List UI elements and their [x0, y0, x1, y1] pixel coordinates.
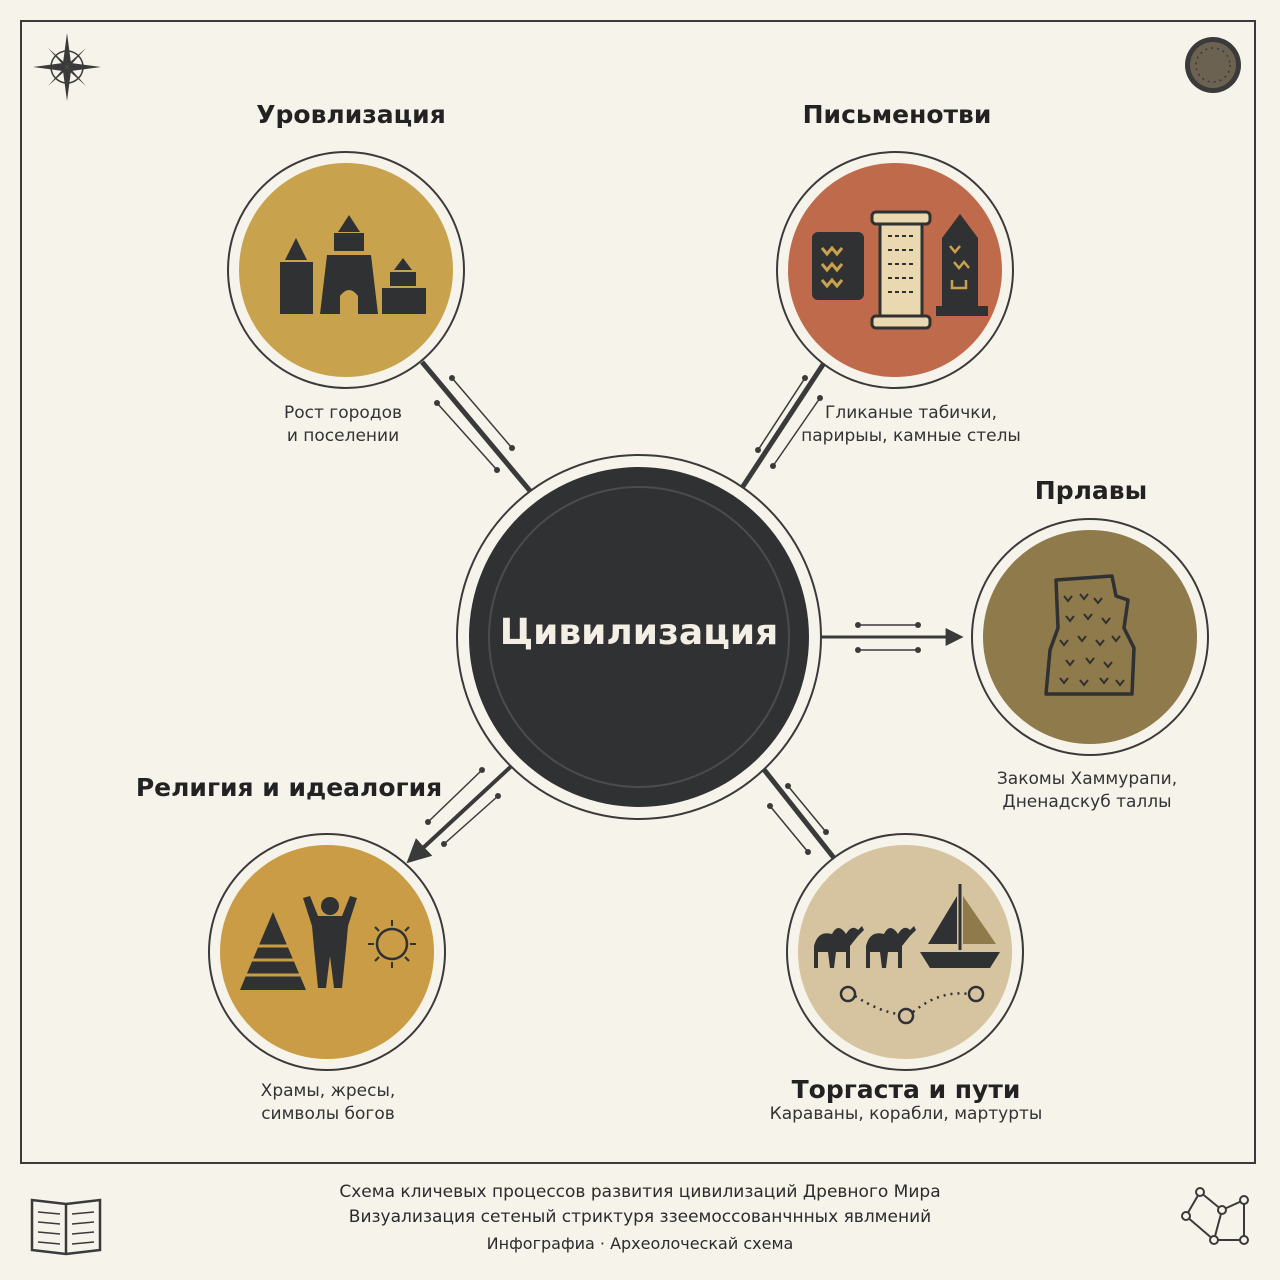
writing-title: Письменотви — [802, 100, 992, 129]
node-law — [971, 518, 1209, 756]
writing-desc-line2: парирыы, камные стелы — [801, 426, 1021, 446]
trade-title: Торгаста и пути — [791, 1075, 1021, 1104]
connector-urbanization — [420, 360, 538, 500]
law-desc-line2: Дненадскуб таллы — [1002, 792, 1172, 812]
religion-desc: Храмы, жресы, символы богов — [261, 1080, 396, 1126]
tablets-scroll-stele-icon — [812, 210, 988, 330]
law-desc-line1: Закомы Хаммурапи, — [996, 769, 1178, 789]
connector-writing — [735, 358, 829, 496]
diagram-frame — [20, 20, 1256, 1164]
pyramid-person-sun-icon — [240, 896, 416, 990]
compass-rose-icon — [33, 33, 101, 101]
camels-ship-route-icon — [814, 884, 1000, 1025]
connector-trade — [756, 760, 836, 860]
urbanization-desc-line1: Рост городов — [283, 403, 403, 423]
writing-desc: Гликаные табички, парирыы, камные стелы — [801, 402, 1021, 448]
law-tablet-icon — [1044, 574, 1136, 696]
center-label: Цивилизация — [499, 612, 779, 653]
coin-icon — [1185, 37, 1241, 93]
trade-desc-line1: Караваны, корабли, мартурты — [769, 1104, 1043, 1124]
religion-desc-line2: символы богов — [261, 1104, 395, 1124]
religion-desc-line1: Храмы, жресы, — [260, 1081, 396, 1101]
urbanization-title: Уровлизация — [256, 100, 446, 129]
footer-line1: Схема кличевых процессов развития цивили… — [339, 1182, 941, 1202]
city-icon — [280, 215, 426, 314]
center-node — [456, 454, 822, 820]
law-desc: Закомы Хаммурапи, Дненадскуб таллы — [997, 768, 1177, 814]
trade-desc: Караваны, корабли, мартурты — [770, 1103, 1043, 1126]
footer-line2: Визуализация сетеный стриктуря ззеемоссо… — [348, 1207, 932, 1227]
node-trade — [786, 833, 1024, 1071]
law-title: Прлавы — [1034, 476, 1148, 505]
urbanization-desc-line2: и поселении — [286, 426, 400, 446]
node-writing — [776, 151, 1014, 389]
footer-line3: Инфографиа · Археолоческай схема — [486, 1234, 794, 1253]
urbanization-desc: Рост городов и поселении — [284, 402, 402, 448]
connector-law — [810, 622, 964, 653]
network-graph-icon — [1181, 1187, 1249, 1245]
connector-religion — [406, 758, 520, 864]
node-religion — [208, 833, 446, 1071]
open-book-icon — [30, 1198, 102, 1256]
religion-title: Религия и идеалогия — [135, 773, 443, 802]
node-urbanization — [227, 151, 465, 389]
writing-desc-line1: Гликаные табички, — [825, 403, 997, 423]
